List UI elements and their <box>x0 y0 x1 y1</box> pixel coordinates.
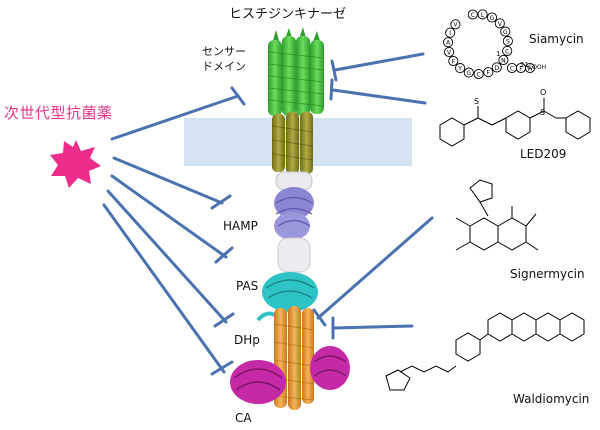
siamycin-residue-letter: S <box>506 39 510 46</box>
siamycin-residue-circle <box>500 26 511 37</box>
siamycin-residue-letter: C <box>476 71 480 78</box>
inhibition-lines-compounds <box>312 52 434 340</box>
siamycin-residue-letter: G <box>490 15 495 22</box>
siamycin-residue-circle <box>473 68 484 80</box>
siamycin-residue-circle <box>477 9 488 20</box>
siamycin-residue-circle <box>502 36 513 47</box>
histidine-kinase-structure <box>230 27 350 410</box>
siamycin-residue-circle <box>486 12 498 23</box>
ca-label: CA <box>235 411 252 425</box>
sensor-domain-label: センサー ドメイン <box>196 44 252 74</box>
ca-domain <box>230 346 350 404</box>
sensor-label-line1: センサー <box>202 45 246 58</box>
siamycin-residue-letter: C <box>471 12 475 19</box>
siamycin-residue-letter: N <box>501 57 506 64</box>
siamycin-residue-circle <box>467 9 478 20</box>
sensor-label-line2: ドメイン <box>202 60 246 73</box>
transmembrane-helices <box>271 112 314 174</box>
siamycin-residue-letter: V <box>498 21 503 28</box>
siamycin-residue-circle <box>502 45 513 56</box>
hamp-label: HAMP <box>223 219 258 233</box>
siamycin-residue-circle <box>444 46 455 58</box>
svg-text:S: S <box>540 108 545 117</box>
siamycin-residue-letter: F <box>519 65 523 72</box>
signermycin-structure <box>455 179 539 251</box>
siamycin-residue-letter: D <box>494 65 499 72</box>
siamycin-residue-letter: C <box>510 65 514 72</box>
siamycin-residue-letter: V <box>453 22 458 29</box>
siamycin-atom-1: 1 <box>496 50 501 58</box>
siamycin-residue-letter: F <box>487 70 491 77</box>
siamycin-residue-circle <box>483 67 494 78</box>
siamycin-residue-circle <box>524 62 536 74</box>
siamycin-residue-circle <box>443 37 454 48</box>
next-gen-antibacterial-label: 次世代型抗菌薬 <box>4 104 113 122</box>
linker-lower <box>277 237 311 273</box>
antibacterial-star-icon <box>50 140 101 188</box>
siamycin-residue-circle <box>463 67 474 78</box>
dhp-label: DHp <box>234 333 260 347</box>
siamycin-residue-letter: W <box>527 65 533 72</box>
siamycin-residue-letter: G <box>503 29 508 36</box>
compound-label-led209: LED209 <box>520 147 567 161</box>
inhibition-lines-star <box>102 86 246 376</box>
waldiomycin-structure <box>385 312 585 391</box>
siamycin-residue-letter: I <box>449 30 451 37</box>
svg-text:S: S <box>474 97 479 106</box>
siamycin-residue-letter: G <box>466 70 471 77</box>
siamycin-residue-letter: F <box>452 58 456 65</box>
siamycin-residue-circle <box>445 27 456 38</box>
siamycin-atom-cooh: COOH <box>528 64 547 71</box>
led209-structure: S O S <box>439 88 591 147</box>
siamycin-atom-21: 21 <box>520 61 529 69</box>
siamycin-residue-letter: Y <box>457 66 462 73</box>
siamycin-residue-letter: V <box>447 49 452 56</box>
compound-label-waldiomycin: Waldiomycin <box>513 392 590 406</box>
siamycin-residue-circle <box>448 55 459 67</box>
hamp-domain <box>274 187 314 240</box>
siamycin-residue-circle <box>455 63 466 74</box>
diagram-title: ヒスチジンキナーゼ <box>229 7 347 22</box>
siamycin-residue-letter: A <box>446 40 451 47</box>
siamycin-residue-circle <box>494 18 505 29</box>
siamycin-residue-circle <box>498 54 509 66</box>
siamycin-residue-letter: C <box>505 48 509 55</box>
compound-label-signermycin: Signermycin <box>510 267 585 281</box>
sensor-domain <box>267 27 325 116</box>
siamycin-residue-circle <box>450 19 461 30</box>
pas-label: PAS <box>236 279 259 293</box>
dhp-domain <box>273 306 315 410</box>
svg-text:O: O <box>540 88 546 97</box>
siamycin-residue-circle <box>491 62 502 73</box>
compound-label-siamycin: Siamycin <box>529 32 584 46</box>
siamycin-residue-letter: L <box>481 12 485 19</box>
